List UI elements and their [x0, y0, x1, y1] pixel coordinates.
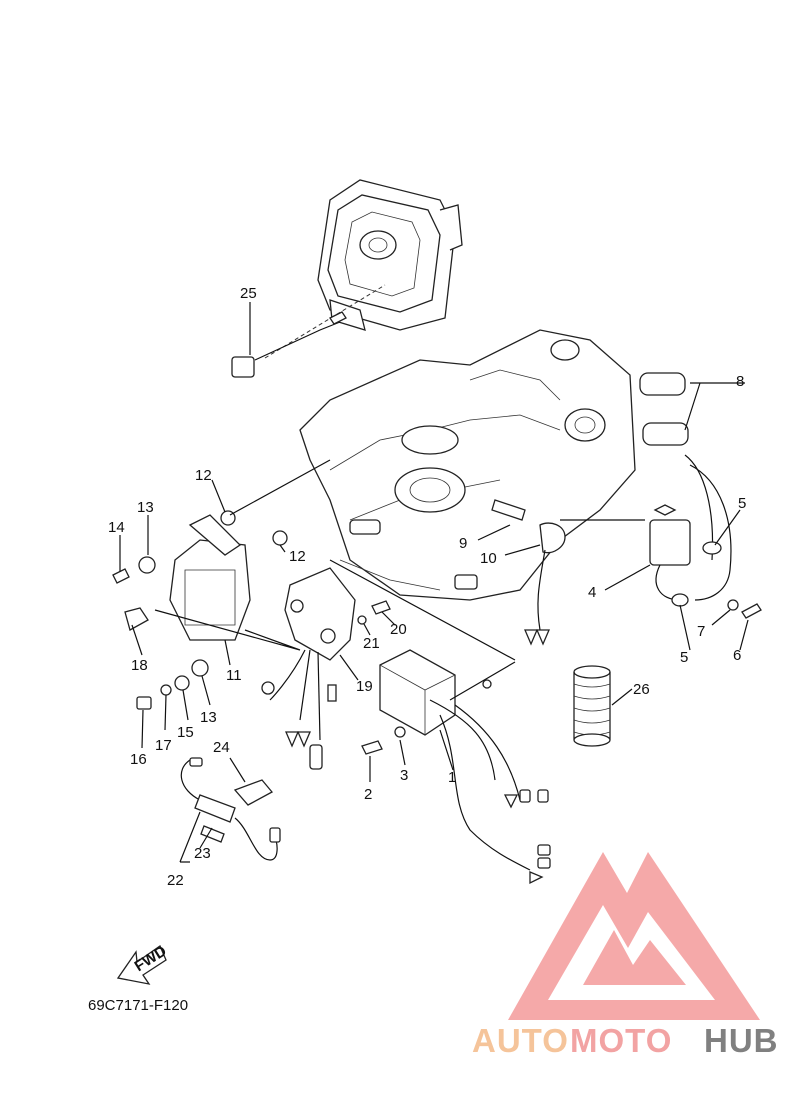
callout-22: 22: [167, 872, 184, 889]
callout-2: 2: [364, 786, 372, 803]
watermark-auto: AUTO: [472, 1022, 569, 1059]
callout-18: 18: [131, 657, 148, 674]
watermark-text: AUTO MOTO HUB: [472, 1022, 779, 1059]
engine-block-part: [299, 329, 636, 601]
sensor-25-part: [231, 284, 386, 378]
sensor-9-10-part: [491, 499, 566, 646]
callout-24: 24: [213, 739, 230, 756]
callout-23: 23: [194, 845, 211, 862]
callout-9: 9: [459, 535, 467, 552]
callout-20: 20: [390, 621, 407, 638]
callout-15: 15: [177, 724, 194, 741]
callout-5a: 5: [738, 495, 746, 512]
callout-1: 1: [448, 769, 456, 786]
watermark-hub: HUB: [704, 1022, 779, 1059]
callout-13b: 13: [200, 709, 217, 726]
callout-8: 8: [736, 373, 744, 390]
bracket-11-part: [112, 510, 288, 710]
callout-16: 16: [130, 751, 147, 768]
callout-3: 3: [400, 767, 408, 784]
watermark-moto: MOTO: [570, 1022, 672, 1059]
callout-14: 14: [108, 519, 125, 536]
leader-lines: [119, 302, 749, 863]
callout-19: 19: [356, 678, 373, 695]
rectifier-unit-1-part: [361, 649, 551, 885]
callout-25: 25: [240, 285, 257, 302]
ignition-coil-part: [560, 372, 762, 619]
callout-6: 6: [733, 647, 741, 664]
callout-12b: 12: [289, 548, 306, 565]
callout-17: 17: [155, 737, 172, 754]
callout-10: 10: [480, 550, 497, 567]
sleeve-26-part: [573, 665, 611, 747]
intake-cover-part: [317, 179, 463, 331]
diagram-code: 69C7171-F120: [88, 997, 188, 1014]
callout-13a: 13: [137, 499, 154, 516]
fwd-arrow: FWD: [116, 943, 170, 985]
callout-12a: 12: [195, 467, 212, 484]
wire-22-24-part: [180, 757, 281, 861]
cdi-unit-19-part: [261, 567, 391, 770]
callout-26: 26: [633, 681, 650, 698]
callout-4: 4: [588, 584, 596, 601]
watermark-logo: [508, 852, 760, 1020]
callout-numbers: 1 2 3 4 5 5 6 7 8 9 10 11 12 12 13 13 14…: [108, 285, 746, 889]
callout-7: 7: [697, 623, 705, 640]
callout-11: 11: [226, 667, 242, 684]
callout-5b: 5: [680, 649, 688, 666]
callout-21: 21: [363, 635, 380, 652]
